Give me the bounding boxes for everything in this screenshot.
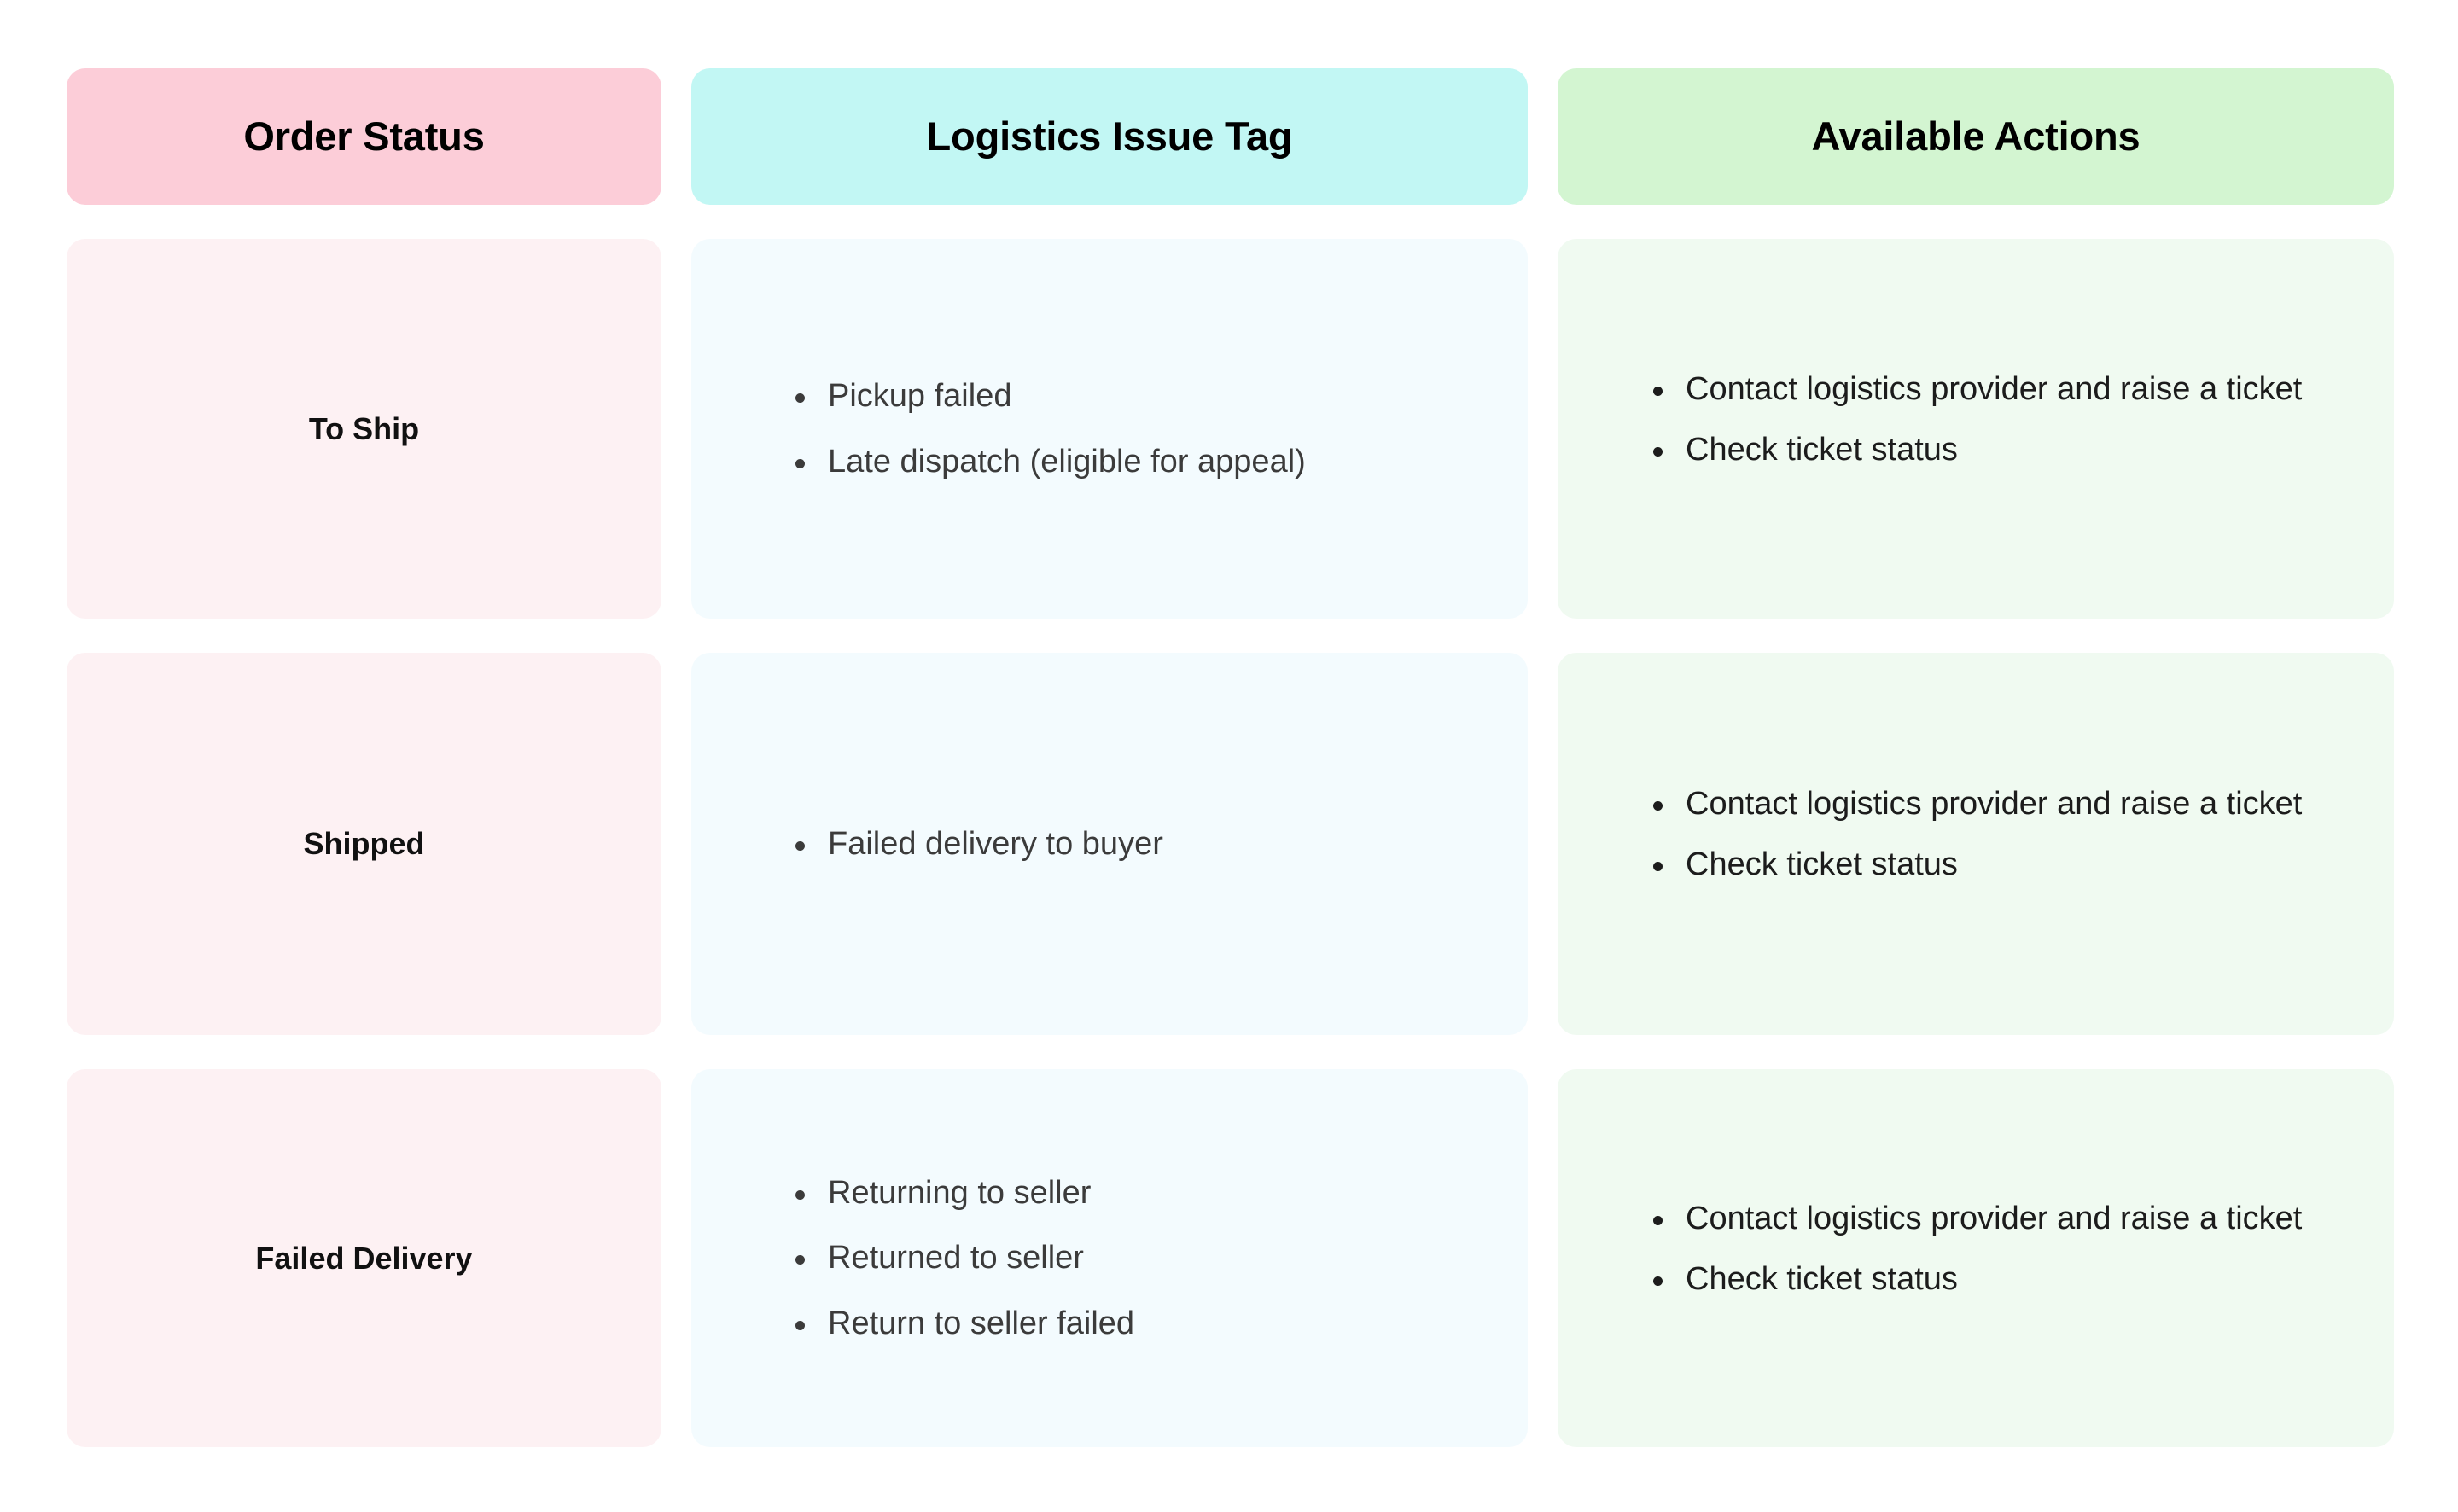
order-status-label: Shipped (303, 826, 425, 862)
table-row: To Ship (67, 239, 661, 619)
list-item: Contact logistics provider and raise a t… (1650, 1198, 2360, 1240)
list-item-group: Contact logistics provider and raise a t… (1558, 369, 2394, 489)
logistics-issue-tag-cell: Returning to seller Returned to seller R… (691, 1069, 1528, 1447)
logistics-issue-tag-cell: Pickup failed Late dispatch (eligible fo… (691, 239, 1528, 619)
table-row: Failed Delivery (67, 1069, 661, 1447)
list-item: Contact logistics provider and raise a t… (1650, 783, 2360, 825)
table-grid: Order Status Logistics Issue Tag Availab… (67, 68, 2394, 1447)
column-header-label: Order Status (243, 113, 485, 159)
available-actions-cell: Contact logistics provider and raise a t… (1558, 1069, 2394, 1447)
list-item-group: Contact logistics provider and raise a t… (1558, 783, 2394, 904)
list-item-group: Returning to seller Returned to seller R… (691, 1172, 1528, 1345)
order-status-label: To Ship (308, 410, 420, 446)
list-item: Return to seller failed (792, 1303, 1490, 1345)
list-item: Pickup failed (792, 375, 1490, 417)
list-item: Check ticket status (1650, 429, 2360, 471)
column-header-label: Available Actions (1811, 113, 2141, 159)
list-item: Contact logistics provider and raise a t… (1650, 369, 2360, 410)
list-item: Check ticket status (1650, 1259, 2360, 1300)
available-actions-cell: Contact logistics provider and raise a t… (1558, 239, 2394, 619)
order-status-label: Failed Delivery (255, 1240, 473, 1276)
list-item: Returned to seller (792, 1237, 1490, 1279)
logistics-issue-tag-cell: Failed delivery to buyer (691, 653, 1528, 1035)
column-header-order-status: Order Status (67, 68, 661, 205)
available-actions-cell: Contact logistics provider and raise a t… (1558, 653, 2394, 1035)
list-item: Returning to seller (792, 1172, 1490, 1214)
column-header-logistics-issue-tag: Logistics Issue Tag (691, 68, 1528, 205)
table-row: Shipped (67, 653, 661, 1035)
list-item-group: Pickup failed Late dispatch (eligible fo… (691, 375, 1528, 482)
list-item-group: Failed delivery to buyer (691, 823, 1528, 865)
column-header-available-actions: Available Actions (1558, 68, 2394, 205)
column-header-label: Logistics Issue Tag (926, 113, 1293, 159)
list-item: Failed delivery to buyer (792, 823, 1490, 865)
list-item: Check ticket status (1650, 844, 2360, 886)
list-item: Late dispatch (eligible for appeal) (792, 441, 1490, 483)
list-item-group: Contact logistics provider and raise a t… (1558, 1198, 2394, 1318)
